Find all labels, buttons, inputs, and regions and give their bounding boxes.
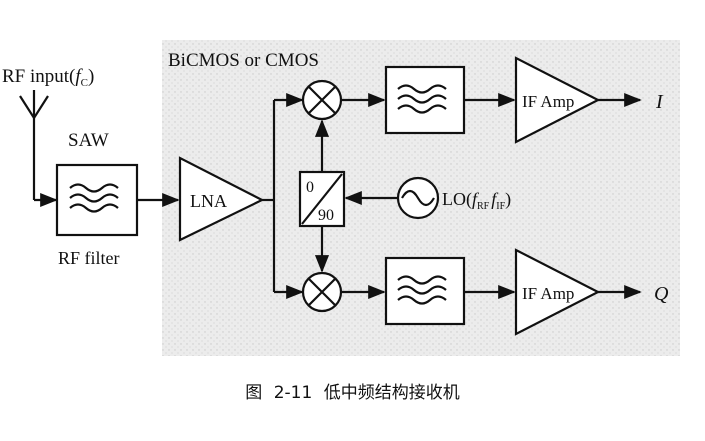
region-label: BiCMOS or CMOS bbox=[168, 50, 319, 71]
caption-prefix: 图 bbox=[245, 383, 263, 403]
lna-amplifier: LNA bbox=[178, 156, 265, 242]
svg-text:0: 0 bbox=[306, 179, 314, 196]
caption-number: 2-11 bbox=[273, 383, 313, 403]
if-amp-q: IF Amp bbox=[514, 248, 601, 336]
rf-filter-label: RF filter bbox=[58, 248, 120, 268]
figure-caption: 图 2-11 低中频结构接收机 bbox=[0, 378, 705, 403]
bandpass-filter-i bbox=[384, 65, 466, 135]
sine-wave-icon bbox=[401, 189, 435, 207]
svg-text:IF Amp: IF Amp bbox=[522, 284, 574, 303]
rf-input-label: RF input(fC) bbox=[2, 66, 94, 89]
mixer-i bbox=[301, 79, 343, 121]
phase-shifter: 0 90 bbox=[298, 170, 346, 228]
svg-text:LNA: LNA bbox=[190, 191, 227, 211]
filter-wave-icon bbox=[397, 275, 447, 305]
saw-filter bbox=[55, 163, 139, 237]
bandpass-filter-q bbox=[384, 256, 466, 326]
filter-wave-icon bbox=[397, 84, 447, 114]
output-i-label: I bbox=[655, 91, 664, 113]
antenna-icon bbox=[19, 90, 49, 200]
mixer-q bbox=[301, 271, 343, 313]
if-amp-i: IF Amp bbox=[514, 56, 601, 144]
caption-title: 低中频结构接收机 bbox=[323, 383, 460, 403]
local-oscillator bbox=[396, 176, 440, 220]
svg-text:90: 90 bbox=[318, 207, 334, 224]
svg-text:IF Amp: IF Amp bbox=[522, 92, 574, 111]
output-q-label: Q bbox=[654, 283, 669, 305]
filter-wave-icon bbox=[69, 183, 119, 213]
saw-label: SAW bbox=[68, 130, 109, 151]
